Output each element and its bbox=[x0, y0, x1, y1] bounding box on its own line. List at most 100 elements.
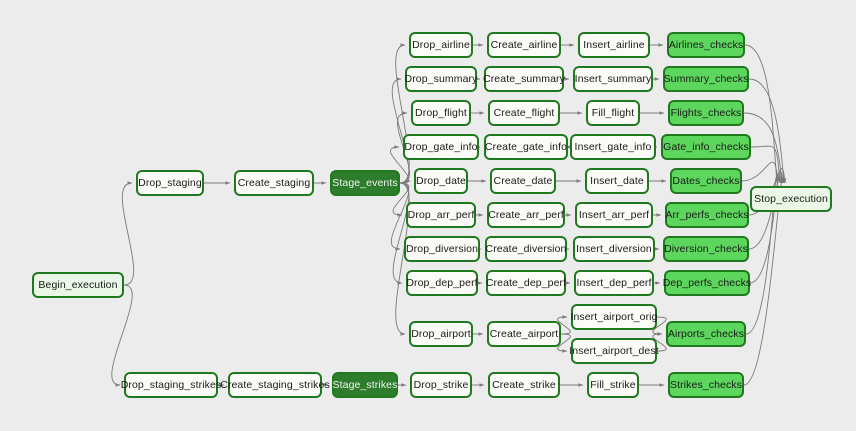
dag-node-gate_info_checks[interactable]: Gate_info_checks bbox=[661, 134, 751, 160]
dag-node-label: Create_arr_perf bbox=[488, 208, 564, 221]
dag-node-flights_checks[interactable]: Flights_checks bbox=[668, 100, 744, 126]
dag-node-label: Airlines_checks bbox=[668, 38, 744, 51]
dag-node-create_strike[interactable]: Create_strike bbox=[488, 372, 560, 398]
dag-node-insert_airport_orig[interactable]: Insert_airport_orig bbox=[570, 304, 658, 330]
dag-node-label: Drop_dep_perf bbox=[406, 276, 478, 289]
dag-node-fill_strike[interactable]: Fill_strike bbox=[587, 372, 639, 398]
dag-edge-begin_execution-to-drop_staging_strikes bbox=[111, 284, 133, 387]
dag-node-label: Insert_airline bbox=[583, 38, 645, 51]
dag-edge-stage_events-to-drop_airport bbox=[395, 182, 410, 336]
dag-node-create_arr_perf[interactable]: Create_arr_perf bbox=[487, 202, 565, 228]
dag-node-label: Insert_arr_perf bbox=[578, 208, 650, 221]
dag-node-label: Insert_dep_perf bbox=[576, 276, 652, 289]
dag-node-label: Create_staging bbox=[237, 176, 311, 189]
dag-node-drop_summary[interactable]: Drop_summary bbox=[405, 66, 477, 92]
dag-node-stage_events[interactable]: Stage_events bbox=[330, 170, 400, 196]
dag-node-label: Insert_summary bbox=[574, 72, 652, 85]
dag-node-insert_airline[interactable]: Insert_airline bbox=[578, 32, 650, 58]
dag-node-label: Stage_strikes bbox=[332, 378, 398, 391]
dag-node-label: Dep_perfs_checks bbox=[662, 276, 752, 289]
dag-edge-airports_checks-to-stop_execution bbox=[745, 175, 780, 335]
dag-node-create_airport[interactable]: Create_airport bbox=[487, 321, 561, 347]
dag-node-label: Create_flight bbox=[493, 106, 555, 119]
dag-node-label: Drop_staging bbox=[138, 176, 202, 189]
dag-node-label: Drop_airport bbox=[411, 327, 471, 340]
dag-node-insert_diversion[interactable]: Insert_diversion bbox=[573, 236, 655, 262]
dag-node-label: Insert_gate_info bbox=[574, 140, 652, 153]
dag-node-label: Fill_flight bbox=[591, 106, 635, 119]
dag-node-summary_checks[interactable]: Summary_checks bbox=[663, 66, 749, 92]
dag-node-create_staging_strikes[interactable]: Create_staging_strikes bbox=[220, 372, 330, 398]
dag-node-label: Create_summary bbox=[483, 72, 565, 85]
dag-node-arr_perfs_checks[interactable]: Arr_perfs_checks bbox=[665, 202, 749, 228]
dag-node-diversion_checks[interactable]: Diversion_checks bbox=[663, 236, 749, 262]
dag-node-strikes_checks[interactable]: Strikes_checks bbox=[668, 372, 744, 398]
dag-node-create_summary[interactable]: Create_summary bbox=[483, 66, 565, 92]
dag-node-label: Insert_diversion bbox=[576, 242, 652, 255]
dag-node-label: Create_airport bbox=[489, 327, 559, 340]
dag-node-label: Create_date bbox=[493, 174, 553, 187]
dag-node-drop_flight[interactable]: Drop_flight bbox=[411, 100, 471, 126]
dag-node-stop_execution[interactable]: Stop_execution bbox=[750, 186, 832, 212]
dag-node-dates_checks[interactable]: Dates_checks bbox=[670, 168, 742, 194]
dag-node-create_airline[interactable]: Create_airline bbox=[487, 32, 561, 58]
dag-node-begin_execution[interactable]: Begin_execution bbox=[32, 272, 124, 298]
dag-node-label: Insert_date bbox=[590, 174, 644, 187]
dag-node-fill_flight[interactable]: Fill_flight bbox=[586, 100, 640, 126]
dag-node-drop_date[interactable]: Drop_date bbox=[414, 168, 468, 194]
dag-node-label: Drop_staging_strikes bbox=[120, 378, 222, 391]
dag-node-create_date[interactable]: Create_date bbox=[490, 168, 556, 194]
dag-node-airlines_checks[interactable]: Airlines_checks bbox=[667, 32, 745, 58]
dag-node-insert_date[interactable]: Insert_date bbox=[585, 168, 649, 194]
dag-node-label: Drop_date bbox=[416, 174, 466, 187]
dag-node-label: Dates_checks bbox=[672, 174, 740, 187]
dag-edge-dep_perfs_checks-to-stop_execution bbox=[749, 173, 783, 284]
dag-edge-stage_events-to-drop_summary bbox=[391, 77, 410, 184]
dag-node-label: Airports_checks bbox=[667, 327, 745, 340]
dag-node-insert_arr_perf[interactable]: Insert_arr_perf bbox=[575, 202, 653, 228]
dag-edge-create_airport-to-insert_airport_orig bbox=[557, 315, 571, 335]
dag-edge-summary_checks-to-stop_execution bbox=[748, 78, 786, 184]
dag-node-label: Drop_arr_perf bbox=[407, 208, 475, 221]
dag-node-drop_airport[interactable]: Drop_airport bbox=[409, 321, 473, 347]
dag-node-insert_summary[interactable]: Insert_summary bbox=[573, 66, 653, 92]
dag-node-label: Create_strike bbox=[492, 378, 556, 391]
dag-node-drop_diversion[interactable]: Drop_diversion bbox=[404, 236, 480, 262]
dag-node-insert_airport_dest[interactable]: Insert_airport_dest bbox=[569, 338, 659, 364]
dag-node-label: Drop_strike bbox=[413, 378, 469, 391]
dag-node-label: Drop_airline bbox=[412, 38, 470, 51]
dag-node-label: Drop_summary bbox=[404, 72, 478, 85]
dag-node-create_flight[interactable]: Create_flight bbox=[488, 100, 560, 126]
dag-node-insert_gate_info[interactable]: Insert_gate_info bbox=[570, 134, 656, 160]
dag-edge-gate_info_checks-to-stop_execution bbox=[750, 145, 782, 184]
dag-node-drop_gate_info[interactable]: Drop_gate_info bbox=[403, 134, 479, 160]
dag-node-drop_staging_strikes[interactable]: Drop_staging_strikes bbox=[121, 372, 221, 398]
dag-node-label: Drop_flight bbox=[415, 106, 467, 119]
dag-node-label: Insert_airport_dest bbox=[569, 344, 659, 357]
dag-node-stage_strikes[interactable]: Stage_strikes bbox=[332, 372, 398, 398]
dag-node-create_gate_info[interactable]: Create_gate_info bbox=[484, 134, 568, 160]
dag-node-drop_staging[interactable]: Drop_staging bbox=[136, 170, 204, 196]
dag-node-drop_dep_perf[interactable]: Drop_dep_perf bbox=[406, 270, 478, 296]
dag-edge-dates_checks-to-stop_execution bbox=[741, 161, 780, 184]
dag-node-label: Arr_perfs_checks bbox=[665, 208, 749, 221]
dag-edge-strikes_checks-to-stop_execution bbox=[743, 177, 786, 386]
dag-node-label: Create_staging_strikes bbox=[220, 378, 330, 391]
dag-node-label: Summary_checks bbox=[663, 72, 749, 85]
dag-edge-create_airport-to-insert_airport_dest bbox=[557, 333, 571, 353]
dag-node-insert_dep_perf[interactable]: Insert_dep_perf bbox=[574, 270, 654, 296]
dag-node-label: Create_diversion bbox=[485, 242, 567, 255]
dag-node-label: Insert_airport_orig bbox=[570, 310, 658, 323]
dag-node-create_staging[interactable]: Create_staging bbox=[234, 170, 314, 196]
dag-node-airports_checks[interactable]: Airports_checks bbox=[666, 321, 746, 347]
dag-node-create_diversion[interactable]: Create_diversion bbox=[485, 236, 567, 262]
dag-node-drop_strike[interactable]: Drop_strike bbox=[410, 372, 472, 398]
dag-node-label: Flights_checks bbox=[670, 106, 742, 119]
dag-node-dep_perfs_checks[interactable]: Dep_perfs_checks bbox=[662, 270, 752, 296]
dag-node-drop_airline[interactable]: Drop_airline bbox=[409, 32, 473, 58]
dag-node-drop_arr_perf[interactable]: Drop_arr_perf bbox=[406, 202, 476, 228]
dag-node-create_dep_perf[interactable]: Create_dep_perf bbox=[486, 270, 566, 296]
dag-node-label: Create_dep_perf bbox=[485, 276, 567, 289]
